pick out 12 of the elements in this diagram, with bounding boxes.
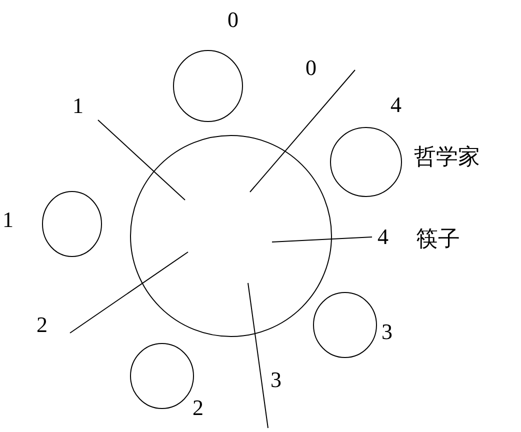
- chopstick-number: 0: [306, 57, 316, 79]
- philosopher-number: 2: [192, 397, 204, 419]
- chopstick-number: 2: [36, 314, 48, 336]
- philosopher-number: 3: [382, 321, 392, 343]
- philosopher-label: 哲学家: [414, 147, 480, 169]
- philosopher-number: 4: [390, 94, 402, 116]
- chopstick-label: 筷子: [416, 229, 460, 251]
- chopstick-number: 3: [270, 369, 282, 391]
- chopstick-number: 1: [72, 95, 84, 117]
- philosopher-number: 0: [228, 9, 238, 31]
- philosopher-number: 1: [2, 209, 14, 231]
- chopstick-number: 4: [378, 226, 388, 248]
